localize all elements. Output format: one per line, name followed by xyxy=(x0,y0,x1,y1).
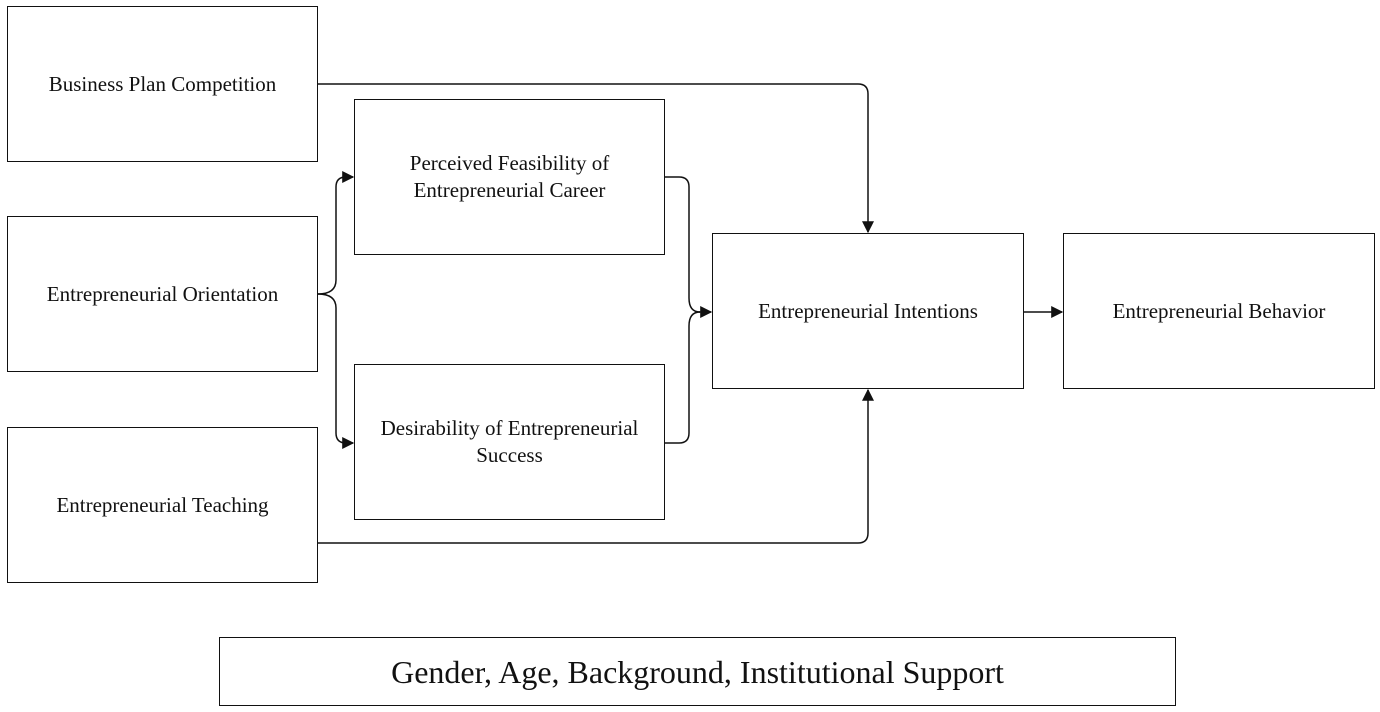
node-label: Gender, Age, Background, Institutional S… xyxy=(391,653,1004,690)
edge-desirability-to-intentions xyxy=(665,311,701,444)
edge-feasibility-to-intentions xyxy=(665,176,701,313)
node-label: Entrepreneurial Teaching xyxy=(56,492,269,517)
edge-bpc-to-intentions xyxy=(318,83,874,234)
node-business-plan-competition: Business Plan Competition xyxy=(7,6,318,162)
edge-teaching-to-intentions xyxy=(318,388,874,544)
node-desirability: Desirability of Entrepreneurial Success xyxy=(354,364,665,520)
node-entrepreneurial-teaching: Entrepreneurial Teaching xyxy=(7,427,318,583)
edge-orientation-to-feasibility xyxy=(317,171,355,295)
node-label: Entrepreneurial Intentions xyxy=(758,298,978,323)
node-entrepreneurial-behavior: Entrepreneurial Behavior xyxy=(1063,233,1375,389)
node-label: Entrepreneurial Behavior xyxy=(1112,298,1326,323)
node-entrepreneurial-intentions: Entrepreneurial Intentions xyxy=(712,233,1024,389)
node-label: Desirability of Entrepreneurial Success xyxy=(380,416,639,467)
edge-orientation-to-desirability xyxy=(317,293,355,449)
node-entrepreneurial-orientation: Entrepreneurial Orientation xyxy=(7,216,318,372)
node-perceived-feasibility: Perceived Feasibility of Entrepreneurial… xyxy=(354,99,665,255)
node-label: Perceived Feasibility of Entrepreneurial… xyxy=(409,151,610,202)
node-label: Entrepreneurial Orientation xyxy=(46,281,279,306)
node-control-variables: Gender, Age, Background, Institutional S… xyxy=(219,637,1176,706)
node-label: Business Plan Competition xyxy=(48,71,277,96)
